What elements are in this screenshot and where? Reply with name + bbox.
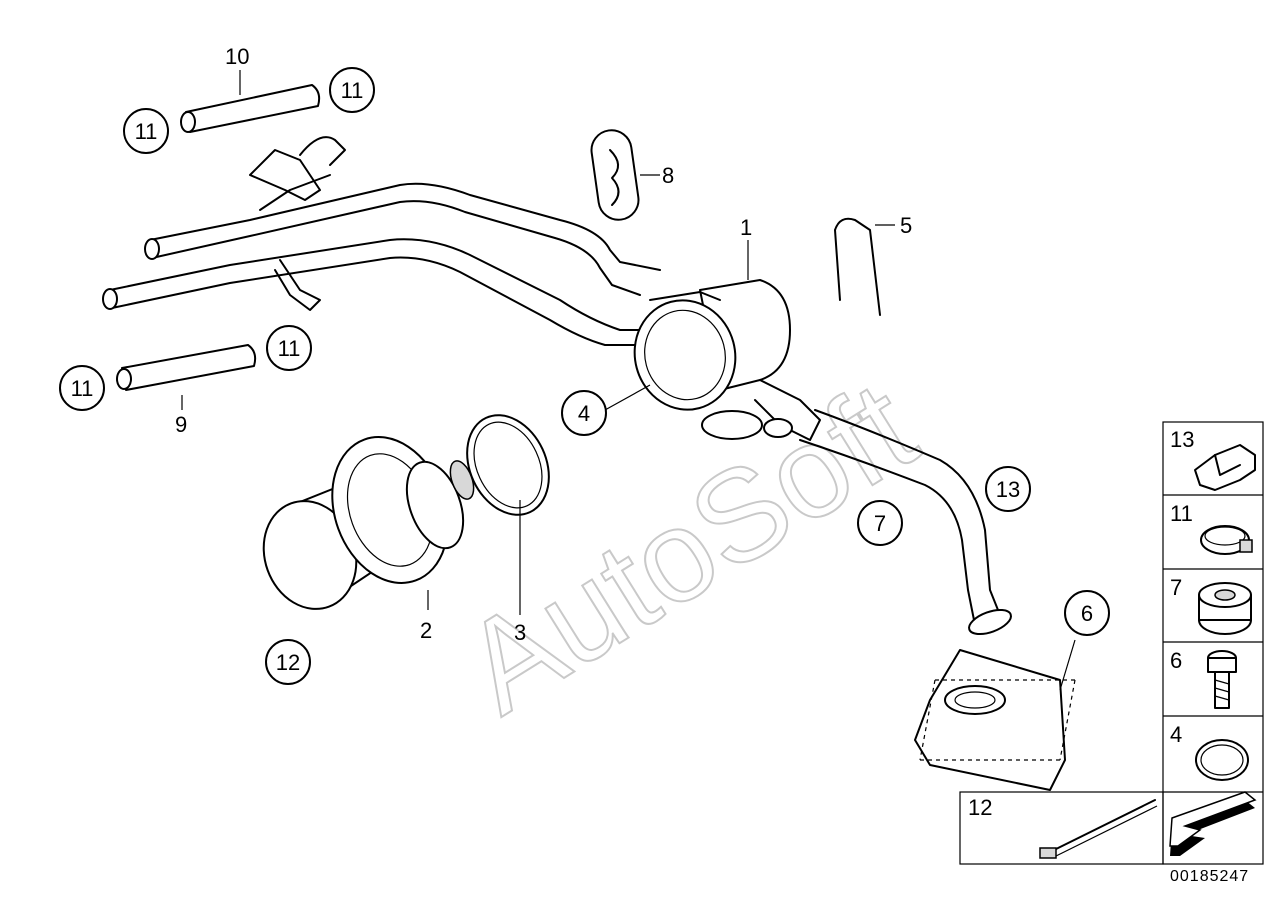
filler-neck bbox=[633, 279, 821, 441]
callout-10: 10 bbox=[225, 44, 249, 69]
callout-4: 4 bbox=[561, 390, 607, 436]
small-hose-9 bbox=[116, 344, 257, 391]
o-ring bbox=[466, 414, 550, 516]
legend-panel: 13 11 7 6 4 bbox=[959, 421, 1264, 865]
legend-item-6: 6 bbox=[1170, 648, 1237, 709]
callout-9: 9 bbox=[175, 412, 187, 437]
direction-arrow-icon bbox=[1169, 791, 1257, 856]
legend-item-4: 4 bbox=[1170, 722, 1249, 781]
leader-lines bbox=[181, 70, 1076, 691]
callout-3: 3 bbox=[514, 620, 526, 645]
callout-8: 8 bbox=[662, 163, 674, 188]
svg-text:13: 13 bbox=[1170, 427, 1194, 452]
svg-text:11: 11 bbox=[135, 119, 158, 144]
filter-cap bbox=[262, 436, 475, 610]
legend-item-7: 7 bbox=[1170, 575, 1252, 635]
legend-item-12: 12 bbox=[968, 795, 1158, 859]
watermark: AutoSoft bbox=[439, 353, 939, 741]
svg-text:13: 13 bbox=[996, 477, 1020, 502]
callout-7: 7 bbox=[857, 500, 903, 546]
callout-2: 2 bbox=[420, 618, 432, 643]
svg-text:11: 11 bbox=[71, 376, 94, 401]
svg-text:11: 11 bbox=[1170, 501, 1193, 526]
callout-1: 1 bbox=[740, 215, 752, 240]
callout-11-top-left: 11 bbox=[123, 108, 169, 154]
flange bbox=[914, 649, 1076, 791]
svg-text:4: 4 bbox=[578, 401, 590, 426]
svg-text:7: 7 bbox=[1170, 575, 1182, 600]
callout-12: 12 bbox=[265, 639, 311, 685]
legend-item-13: 13 bbox=[1170, 427, 1256, 491]
svg-text:11: 11 bbox=[278, 336, 301, 361]
callout-5: 5 bbox=[900, 213, 912, 238]
small-hose-10 bbox=[180, 84, 321, 133]
wire-clip bbox=[834, 217, 881, 316]
hose-assembly bbox=[102, 136, 661, 346]
callout-11-mid-right: 11 bbox=[266, 325, 312, 371]
svg-text:11: 11 bbox=[341, 78, 364, 103]
svg-text:12: 12 bbox=[276, 650, 300, 675]
svg-text:4: 4 bbox=[1170, 722, 1182, 747]
document-number: 00185247 bbox=[1170, 868, 1250, 885]
callout-11-mid-left: 11 bbox=[59, 365, 105, 411]
legend-item-11: 11 bbox=[1170, 501, 1253, 555]
svg-text:12: 12 bbox=[968, 795, 992, 820]
callout-6: 6 bbox=[1064, 590, 1110, 636]
callout-13: 13 bbox=[985, 466, 1031, 512]
callout-11-top-right: 11 bbox=[329, 67, 375, 113]
vent-pipe bbox=[763, 409, 1012, 636]
svg-text:6: 6 bbox=[1081, 601, 1093, 626]
svg-text:6: 6 bbox=[1170, 648, 1182, 673]
gasket bbox=[590, 129, 640, 221]
svg-text:7: 7 bbox=[874, 511, 886, 536]
